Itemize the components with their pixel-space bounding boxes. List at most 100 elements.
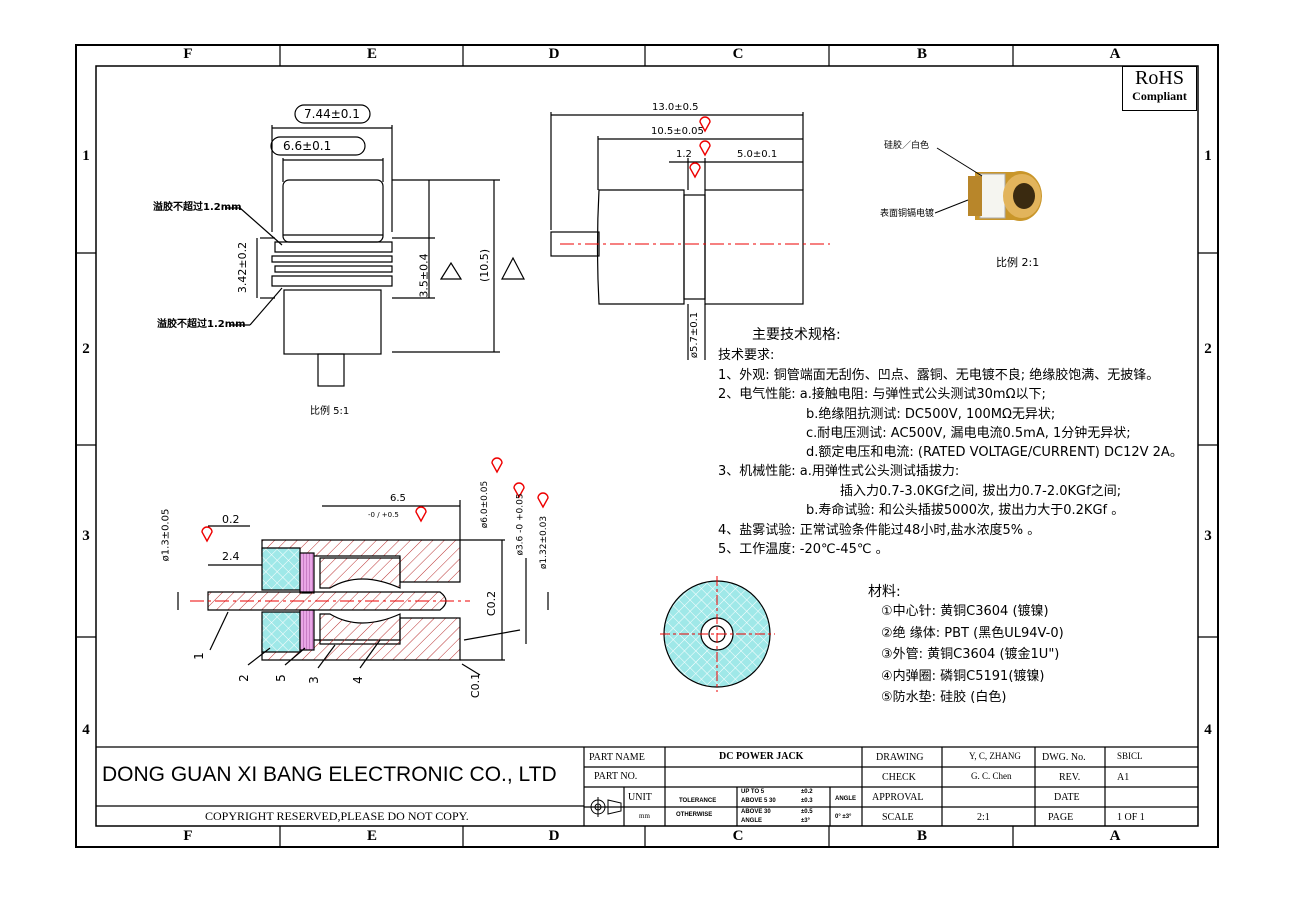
- product-photo: [934, 147, 1042, 221]
- photo-label-plating: 表面铜镉电镀: [880, 209, 935, 219]
- spec-line-0: 技术要求:: [718, 348, 775, 363]
- spec-line-7: 插入力0.7-3.0KGf之间, 拔出力0.7-2.0KGf之间;: [840, 484, 1122, 499]
- dim-chamfer-c02: C0.2: [485, 590, 499, 617]
- dim-body-height: 3.5±0.4: [417, 253, 431, 298]
- callout-5: 5: [273, 674, 288, 682]
- zone-row-4-right: 4: [1204, 722, 1212, 738]
- unit-label: UNIT: [628, 792, 652, 803]
- angle-value: 0° ±3°: [835, 814, 852, 820]
- check-by: G. C. Chen: [971, 771, 1012, 781]
- spec-title: 主要技术规格:: [752, 327, 841, 343]
- angle-label: ANGLE: [835, 796, 856, 802]
- tol-value-1: ±0.2: [801, 789, 813, 795]
- spec-line-1: 1、外观: 铜管端面无刮伤、凹点、露铜、无电镀不良; 绝缘胶饱满、无披锋。: [718, 368, 1160, 383]
- top-view-scale: 比例 5:1: [310, 406, 350, 417]
- rohs-title: RoHS: [1135, 67, 1184, 89]
- tolerance-label: TOLERANCE: [679, 798, 717, 804]
- photo-label-silicone: 硅胶／白色: [884, 141, 930, 151]
- rev-label: REV.: [1059, 772, 1081, 783]
- dim-65: 6.5: [390, 493, 406, 504]
- dim-total-height: (10.5): [478, 248, 492, 283]
- note-glue-top: 溢胶不超过1.2mm: [153, 202, 242, 213]
- material-item-4: ④内弹圈: 磷铜C5191(镀镍): [881, 669, 1045, 684]
- note-glue-bottom: 溢胶不超过1.2mm: [157, 319, 246, 330]
- dwg-no-label: DWG. No.: [1042, 752, 1086, 763]
- spec-line-9: 4、盐雾试验: 正常试验条件能过48小时,盐水浓度5% 。: [718, 523, 1041, 538]
- zone-col-c: C: [732, 46, 744, 62]
- photo-scale: 比例 2:1: [996, 256, 1040, 269]
- material-item-5: ⑤防水垫: 硅胶 (白色): [881, 690, 1007, 705]
- dim-width-inner: 6.6±0.1: [283, 139, 332, 153]
- callout-1: 1: [191, 652, 206, 660]
- check-label: CHECK: [882, 772, 916, 783]
- dim-side-total: 13.0±0.5: [652, 102, 699, 113]
- callout-4: 4: [350, 676, 365, 684]
- dim-width-outer: 7.44±0.1: [304, 107, 360, 121]
- date-label: DATE: [1054, 792, 1080, 803]
- dim-side-step: 1.2: [676, 149, 692, 160]
- dwg-no-value: SBICL: [1117, 751, 1143, 761]
- zone-col-f-bottom: F: [183, 828, 193, 844]
- angle-sub-label: ANGLE: [741, 818, 762, 824]
- rohs-badge: RoHS Compliant: [1122, 66, 1197, 111]
- spec-line-4: c.耐电压测试: AC500V, 漏电电流0.5mA, 1分钟无异状;: [806, 426, 1131, 441]
- zone-col-a: A: [1109, 46, 1121, 62]
- drawing-by: Y, C, ZHANG: [969, 751, 1021, 761]
- zone-col-b: B: [916, 46, 927, 62]
- zone-col-b-bottom: B: [916, 828, 927, 844]
- approval-label: APPROVAL: [872, 792, 924, 803]
- dim-side-head: 5.0±0.1: [737, 149, 778, 160]
- dim-pin-diameter: ø1.3±0.05: [160, 508, 172, 562]
- dim-65-tolerance: -0 / +0.5: [368, 511, 399, 519]
- zone-col-c-bottom: C: [732, 828, 744, 844]
- part-no-label: PART NO.: [594, 771, 638, 782]
- zone-row-2-right: 2: [1204, 341, 1212, 357]
- spec-line-5: d.额定电压和电流: (RATED VOLTAGE/CURRENT) DC12V…: [806, 445, 1183, 460]
- dim-side-diameter: ø5.7±0.1: [689, 311, 701, 359]
- scale-label: SCALE: [882, 812, 914, 823]
- spec-line-6: 3、机械性能: a.用弹性式公头测试插拔力:: [718, 464, 960, 479]
- callout-3: 3: [306, 676, 321, 684]
- tol-range-3: ABOVE 30: [741, 809, 771, 815]
- zone-row-2: 2: [82, 341, 90, 357]
- zone-row-3-right: 3: [1204, 528, 1212, 544]
- material-item-1: ①中心针: 黄铜C3604 (镀镍): [881, 604, 1049, 619]
- dim-side-body: 10.5±0.05: [651, 126, 704, 137]
- otherwise-label: OTHERWISE: [676, 812, 713, 818]
- part-name-label: PART NAME: [589, 752, 645, 763]
- zone-col-f: F: [183, 46, 193, 62]
- zone-col-a-bottom: A: [1109, 828, 1121, 844]
- part-name-value: DC POWER JACK: [719, 751, 804, 762]
- zone-col-d: D: [548, 46, 560, 62]
- zone-col-e: E: [366, 46, 377, 62]
- callout-2: 2: [236, 674, 251, 682]
- materials-title: 材料:: [868, 584, 901, 600]
- drawing-label: DRAWING: [876, 752, 924, 763]
- projection-symbol-icon: [588, 797, 622, 817]
- material-item-2: ②绝 缘体: PBT (黑色UL94V-0): [881, 626, 1064, 641]
- spec-line-8: b.寿命试验: 和公头插拔5000次, 拔出力大于0.2KGf 。: [806, 503, 1125, 518]
- spec-line-3: b.绝缘阻抗测试: DC500V, 100MΩ无异状;: [806, 407, 1056, 422]
- spec-line-2: 2、电气性能: a.接触电阻: 与弹性式公头测试30mΩ以下;: [718, 387, 1046, 402]
- zone-col-e-bottom: E: [366, 828, 377, 844]
- dim-groove: 3.42±0.2: [236, 241, 250, 294]
- scale-value: 2:1: [977, 812, 990, 823]
- dim-chamfer-c01: C0.1: [469, 672, 483, 699]
- material-item-3: ③外管: 黄铜C3604 (镀金1U"): [881, 647, 1060, 662]
- dim-inner-diameter: ø3.6 -0 +0.05: [515, 493, 526, 556]
- tol-value-3: ±0.5: [801, 809, 813, 815]
- dim-hole-diameter: ø1.32±0.03: [539, 515, 550, 570]
- tol-range-2: ABOVE 5 30: [741, 798, 776, 804]
- zone-row-1-right: 1: [1204, 148, 1212, 164]
- rohs-subtitle: Compliant: [1132, 89, 1187, 103]
- rev-value: A1: [1117, 772, 1130, 783]
- zone-row-3: 3: [82, 528, 90, 544]
- tol-value-2: ±0.3: [801, 798, 813, 804]
- zone-col-d-bottom: D: [548, 828, 560, 844]
- zone-row-4: 4: [82, 722, 90, 738]
- unit-value: mm: [639, 812, 650, 820]
- company-name: DONG GUAN XI BANG ELECTRONIC CO., LTD: [102, 763, 557, 786]
- tol-range-1: UP TO 5: [741, 789, 765, 795]
- spec-line-10: 5、工作温度: -20℃-45℃ 。: [718, 542, 889, 557]
- dim-gap: 0.2: [222, 513, 240, 526]
